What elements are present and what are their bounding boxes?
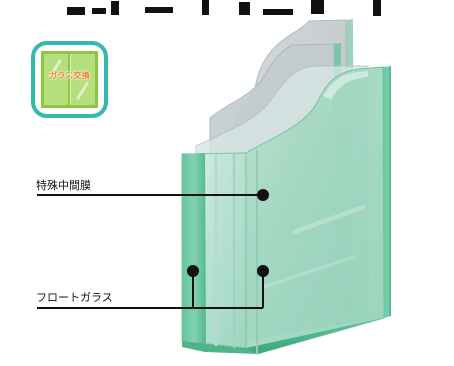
front-right-glass-bottom bbox=[246, 316, 391, 354]
front-right-glass-sheet bbox=[245, 66, 385, 355]
window-icon: ガラス交換 bbox=[41, 51, 98, 108]
interlayer-callout-dot bbox=[257, 189, 269, 201]
reflection-streak-1 bbox=[293, 204, 365, 235]
front-left-glass-bottom bbox=[182, 341, 257, 354]
glass-replacement-badge: ガラス交換 bbox=[31, 41, 108, 118]
badge-label: ガラス交換 bbox=[49, 71, 90, 80]
cropped-heading-fragment bbox=[0, 0, 454, 18]
interlayer-label: 特殊中間膜 bbox=[36, 179, 91, 192]
front-left-glass-edge bbox=[182, 153, 206, 344]
reflection-streak-2 bbox=[264, 255, 355, 289]
badge-glare-right bbox=[75, 81, 90, 101]
front-right-glass-edge bbox=[383, 66, 391, 318]
float-glass-right-dot bbox=[257, 265, 269, 277]
float-glass-label: フロートガラス bbox=[36, 291, 113, 304]
heading-glyph-fragments bbox=[67, 0, 381, 16]
float-glass-left-dot bbox=[187, 265, 199, 277]
front-right-highlight bbox=[323, 71, 368, 100]
